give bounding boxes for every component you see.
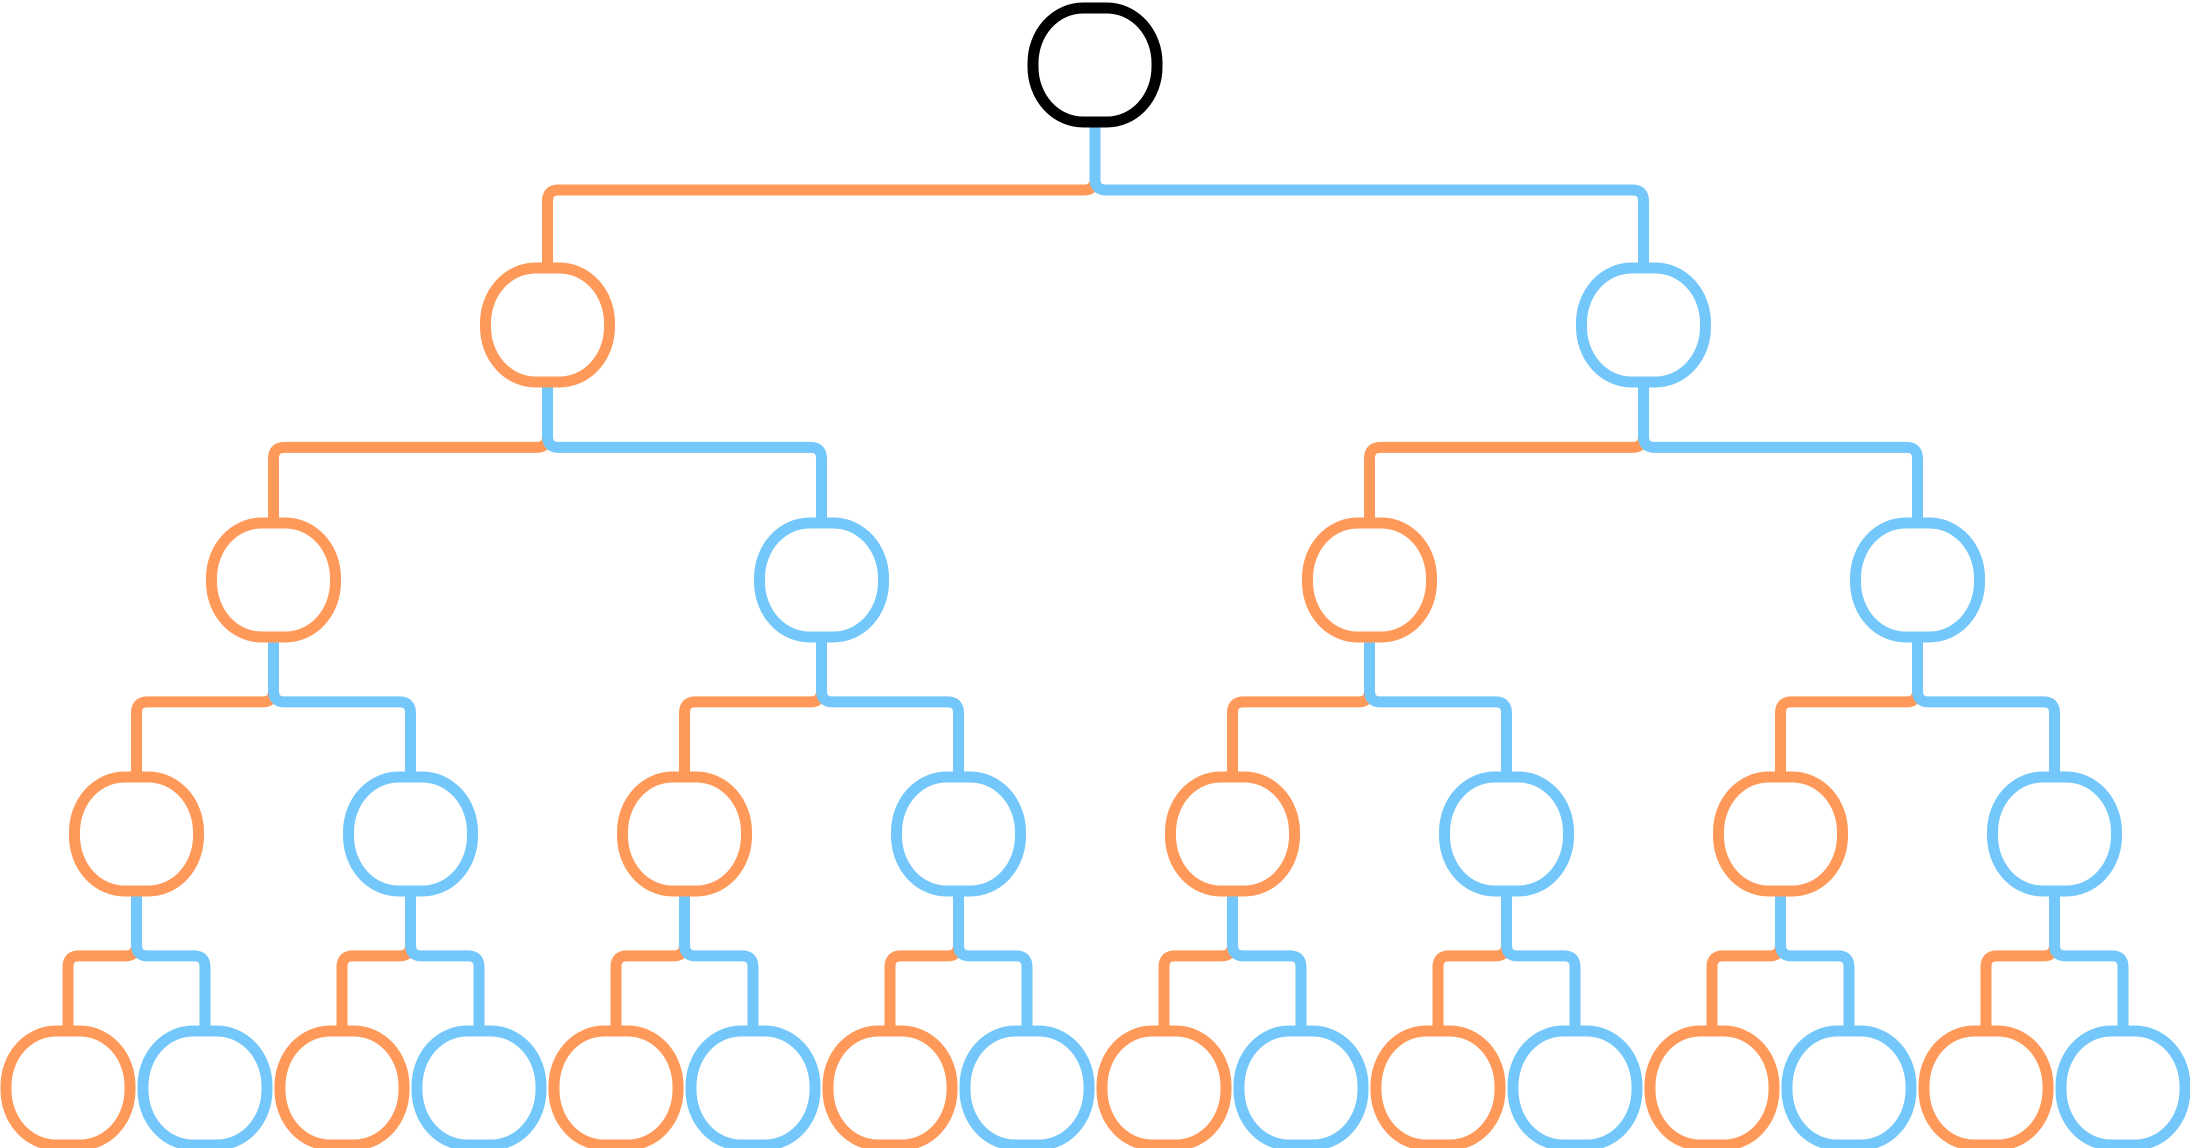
tree-node-l4-n0 xyxy=(0,1025,136,1148)
tree-node-l4-n8 xyxy=(1096,1025,1232,1148)
tree-node-l4-n7 xyxy=(959,1025,1095,1148)
tree-node-l4-n10 xyxy=(1370,1025,1506,1148)
tree-node-l2-n0 xyxy=(206,517,341,643)
tree-node-l4-n11 xyxy=(1507,1025,1643,1148)
edge-left-l0-n0 xyxy=(542,122,1101,270)
tree-node-l4-n1 xyxy=(137,1025,273,1148)
edge-left-l1-n1 xyxy=(1364,382,1649,525)
edge-right-l2-n1 xyxy=(816,637,964,779)
edge-left-l2-n0 xyxy=(131,637,279,779)
tree-node-l4-n6 xyxy=(822,1025,958,1148)
tree-node-l4-n13 xyxy=(1781,1025,1917,1148)
tree-node-l3-n1 xyxy=(343,771,478,897)
edge-right-l3-n1 xyxy=(405,891,485,1033)
tree-node-l1-n0 xyxy=(480,262,615,388)
edge-left-l3-n4 xyxy=(1158,891,1238,1033)
edge-right-l3-n0 xyxy=(131,891,211,1033)
tree-node-l3-n5 xyxy=(1439,771,1574,897)
tree-node-l4-n4 xyxy=(548,1025,684,1148)
edge-left-l3-n7 xyxy=(1980,891,2060,1033)
edge-left-l1-n0 xyxy=(268,382,553,525)
edge-left-l3-n3 xyxy=(884,891,964,1033)
edge-right-l3-n4 xyxy=(1227,891,1307,1033)
edge-right-l1-n0 xyxy=(542,382,827,525)
edge-right-l2-n3 xyxy=(1912,637,2060,779)
edge-right-l3-n7 xyxy=(2049,891,2129,1033)
tree-node-l2-n1 xyxy=(754,517,889,643)
edge-right-l3-n5 xyxy=(1501,891,1581,1033)
tree-node-l3-n0 xyxy=(69,771,204,897)
tree-node-l0-n0 xyxy=(1027,2,1163,128)
edge-left-l3-n6 xyxy=(1706,891,1786,1033)
edge-left-l3-n0 xyxy=(62,891,142,1033)
edge-left-l2-n3 xyxy=(1775,637,1923,779)
tree-node-l3-n2 xyxy=(617,771,752,897)
tree-node-l4-n3 xyxy=(411,1025,547,1148)
tree-node-l4-n12 xyxy=(1644,1025,1780,1148)
tree-edges xyxy=(62,122,2129,1033)
edge-right-l1-n1 xyxy=(1638,382,1923,525)
edge-left-l3-n1 xyxy=(336,891,416,1033)
tree-node-l3-n3 xyxy=(891,771,1026,897)
tree-node-l4-n14 xyxy=(1918,1025,2054,1148)
edge-left-l3-n5 xyxy=(1432,891,1512,1033)
tree-node-l2-n2 xyxy=(1302,517,1437,643)
tree-node-l4-n9 xyxy=(1233,1025,1369,1148)
edge-right-l3-n2 xyxy=(679,891,759,1033)
edge-right-l2-n0 xyxy=(268,637,416,779)
edge-right-l2-n2 xyxy=(1364,637,1512,779)
tree-node-l4-n15 xyxy=(2055,1025,2190,1148)
tree-node-l3-n4 xyxy=(1165,771,1300,897)
edge-left-l2-n2 xyxy=(1227,637,1375,779)
tree-node-l3-n7 xyxy=(1987,771,2122,897)
edge-right-l3-n6 xyxy=(1775,891,1855,1033)
edge-left-l2-n1 xyxy=(679,637,827,779)
tree-node-l4-n2 xyxy=(274,1025,410,1148)
edge-right-l0-n0 xyxy=(1089,122,1649,270)
tree-node-l2-n3 xyxy=(1850,517,1985,643)
edge-left-l3-n2 xyxy=(610,891,690,1033)
tree-node-l4-n5 xyxy=(685,1025,821,1148)
tree-node-l3-n6 xyxy=(1713,771,1848,897)
tree-node-l1-n1 xyxy=(1576,262,1711,388)
edge-right-l3-n3 xyxy=(953,891,1033,1033)
